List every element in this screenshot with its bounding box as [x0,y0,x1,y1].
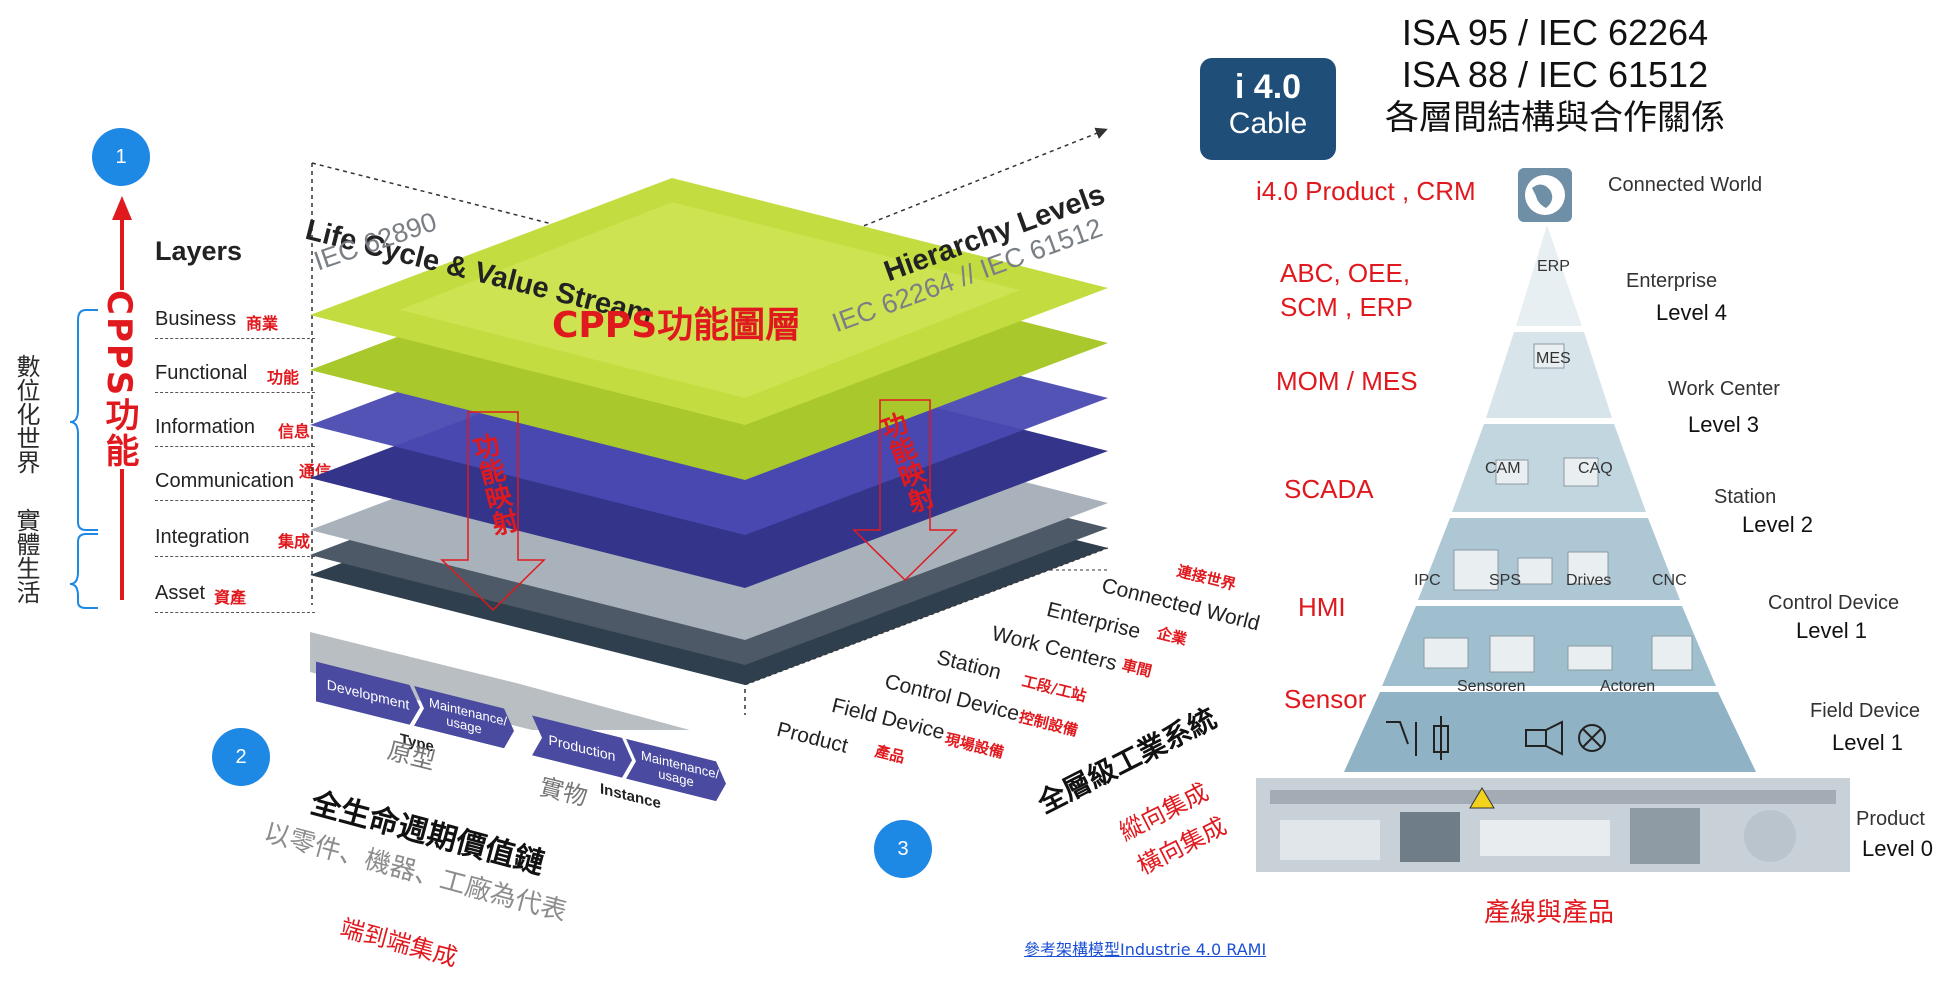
slab-business-highlight [400,202,1020,398]
maint2-label: Maintenance/ usage [641,747,720,790]
layer-row: Business 商業 [155,308,315,339]
layers-title: Layers [155,236,243,266]
pyramid-level-number: Level 1 [1796,618,1867,643]
pyramid-level-name: Control Device [1768,592,1900,614]
layer-label-en: Integration [155,526,250,548]
line-caption: 產線與產品 [1484,898,1615,928]
digital-world-label: 數位化世界 [12,354,40,474]
hierarchy-leaders [744,547,1110,686]
pyramid-level-name: Work Center [1668,378,1780,400]
hierarchy-item-zh: 車間 [1120,655,1154,681]
pyramid-device-erp: ERP [1537,258,1570,275]
header-line-1: ISA 95 / IEC 62264 [1401,12,1709,53]
rami-cube [310,127,1110,730]
layer-row: Information 信息 [155,416,315,447]
logo-cable: Cable [1228,107,1308,140]
mapping-arrow-left [440,411,546,612]
physical-life-label: 實體生活 [12,508,40,604]
header-line-3: 各層間結構與合作關係 [1385,98,1725,138]
layer-leader-line [155,338,315,339]
header-block: ISA 95 / IEC 62264 ISA 88 / IEC 61512 各層… [1355,12,1755,140]
rami-reference-link[interactable]: 參考架構模型Industrie 4.0 RAMI [1024,940,1267,959]
layer-leader-line [155,612,315,613]
pyramid-device-ipc: IPC [1414,572,1441,589]
badge-3: 3 [874,820,932,878]
layer-label-zh: 商業 [246,314,279,333]
tier-field [1344,692,1756,772]
cube-edge-back-left [311,162,746,274]
digital-bracket [69,309,98,531]
pyramid-level-name: Field Device [1810,700,1921,722]
hierarchy-item-zh: 產品 [873,741,907,767]
physical-bracket [69,533,98,609]
hierarchy-item-zh: 企業 [1155,623,1189,649]
tier-top [1516,225,1582,326]
layer-label-zh: 信息 [278,422,311,441]
layer-slabs [310,178,1108,685]
up-arrow-head [112,196,132,220]
connected-world-label: Connected World [1608,174,1763,196]
pyramid-level-number: Level 4 [1656,300,1727,325]
left-label-abc: ABC, OEE, [1280,258,1411,288]
layer-label-zh: 資產 [214,588,247,607]
pyramid-device-sps: SPS [1489,572,1522,589]
layer-leader-line [155,446,315,447]
left-label-hmi: HMI [1298,592,1346,622]
i40-cable-logo: i 4.0 Cable [1200,58,1336,160]
layer-leader-line [155,500,315,501]
left-label-scm: SCM , ERP [1280,292,1413,322]
tier-work-center [1452,424,1646,512]
pyramid-level-number: Level 0 [1862,836,1933,861]
pyramid-device-actoren: Actoren [1600,678,1656,695]
cpps-vertical-title: CPPS功能 [99,290,144,470]
layer-label-en: Communication [155,470,294,492]
left-label-sensor: Sensor [1284,684,1367,714]
pyramid-device-caq: CAQ [1578,460,1613,477]
hierarchy-item-zh: 連接世界 [1175,561,1238,594]
layer-label-en: Business [155,308,237,330]
layer-label-zh: 集成 [278,532,311,551]
cpps-center-title: CPPS功能圖層 [552,305,802,346]
pyramid-device-drives: Drives [1566,572,1612,589]
layer-row: Functional 功能 [155,362,315,393]
layer-label-zh: 功能 [267,368,300,387]
pyramid-level-number: Level 3 [1688,412,1759,437]
mapping-arrow-right [852,399,958,582]
tier-enterprise [1486,332,1612,418]
header-line-2: ISA 88 / IEC 61512 [1401,54,1709,95]
badge-1: 1 [92,128,150,186]
layer-label-en: Information [155,416,256,438]
layer-label-en: Asset [155,582,206,604]
left-label-i40: i4.0 Product , CRM [1256,176,1476,206]
left-label-mom: MOM / MES [1276,366,1418,396]
layer-leader-line [155,392,315,393]
pyramid-level-number: Level 1 [1832,730,1903,755]
e2e-label: 端到端集成 [337,913,461,972]
dev-label: Development [326,676,410,713]
pyramid-device-mes: MES [1536,350,1571,367]
badge-2: 2 [212,728,270,786]
pyramid-device-cam: CAM [1485,460,1521,477]
maint1-label: Maintenance/ usage [429,694,508,737]
hierarchy-item-zh: 現場設備 [943,729,1006,762]
pyramid-device-cnc: CNC [1652,572,1687,589]
pyramid-device-sensoren: Sensoren [1457,678,1526,695]
layer-label-en: Functional [155,362,248,384]
layer-row: Asset 資產 [155,582,315,613]
automation-pyramid [1256,168,1850,872]
lifecycle-band [310,632,690,730]
pyramid-level-name: Product [1856,808,1925,830]
pyramid-level-name: Station [1714,486,1777,508]
left-label-scada: SCADA [1284,474,1374,504]
pyramid-level-number: Level 2 [1742,512,1813,537]
prod-label: Production [548,731,616,765]
layer-leader-line [155,556,315,557]
logo-i40: i 4.0 [1234,68,1302,106]
pyramid-level-name: Enterprise [1626,270,1718,292]
layer-row: Integration 集成 [155,526,315,557]
